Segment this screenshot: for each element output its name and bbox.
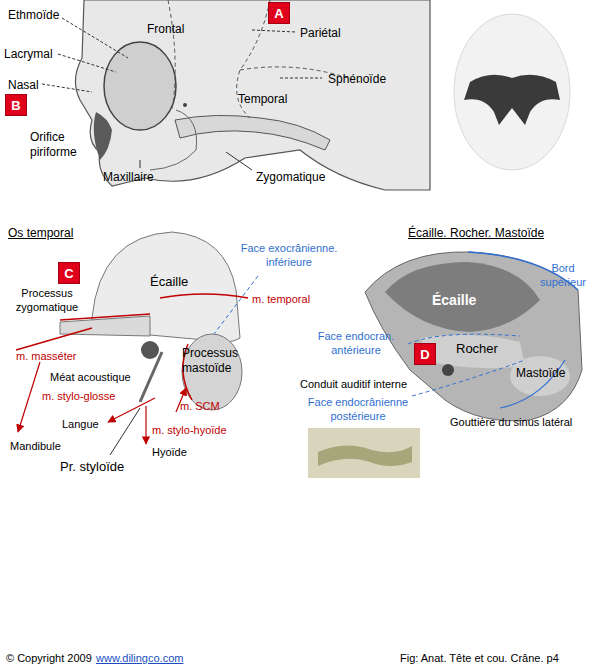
callout-text: C [64,266,73,281]
part-label: Lacrymal [4,47,53,62]
part-label: Processus zygomatique [6,287,88,315]
part-label: Mastoïde [516,366,565,381]
figure-caption: Fig: Anat. Tête et cou. Crâne. p4 [400,652,559,666]
skull-lateral [42,0,430,190]
part-label: Écaille. Rocher. Mastoïde [408,226,544,241]
part-label: Gouttière du sinus latéral [450,416,572,430]
callout-text: D [420,347,429,362]
part-label: Orifice piriforme [30,130,94,160]
part-label: Langue [62,418,99,432]
skull-frontal [454,14,570,170]
part-label: Conduit auditif interne [300,378,407,392]
part-label: Nasal [8,78,39,93]
part-label: Ethmoïde [8,8,59,23]
part-label: Maxillaire [103,170,154,185]
part-label: Écaille [432,292,476,310]
part-label: Face exocrânienne. inférieure [228,242,350,270]
part-label: Hyoïde [152,446,187,460]
part-label: Écaille [150,274,188,290]
part-label: Rocher [456,341,498,357]
callout-letter: D [414,343,436,365]
part-label: m. masséter [16,350,77,364]
part-label: m. stylo-hyoïde [152,424,227,438]
callout-letter: C [58,262,80,284]
part-label: Temporal [238,92,287,107]
part-label: Bord supérieur [534,262,592,290]
part-label: m. stylo-glosse [42,390,115,404]
part-label: Pariétal [300,26,341,41]
part-label: Processus mastoïde [182,346,252,376]
callout-letter: A [268,2,290,24]
part-label: Pr. styloïde [60,459,124,475]
temporal-bone [16,232,258,455]
part-label: Os temporal [8,226,73,241]
callout-text: A [274,6,283,21]
part-label: Face endocrânienne postérieure [302,396,414,424]
part-label: m. SCM [180,400,220,414]
part-label: Frontal [147,22,184,37]
part-label: m. temporal [252,293,310,307]
part-label: Sphénoïde [328,72,386,87]
callout-letter: B [5,94,27,116]
part-label: Méat acoustique [50,371,131,385]
callout-text: B [11,98,20,113]
part-label: © Copyright 2009 [6,652,92,666]
part-label: Mandibule [10,440,61,454]
part-label: Zygomatique [256,170,325,185]
photo-thumbnail [308,428,420,478]
part-label: Face endocran. antérieure [306,330,406,358]
part-label: www.dilingco.com [96,652,183,666]
